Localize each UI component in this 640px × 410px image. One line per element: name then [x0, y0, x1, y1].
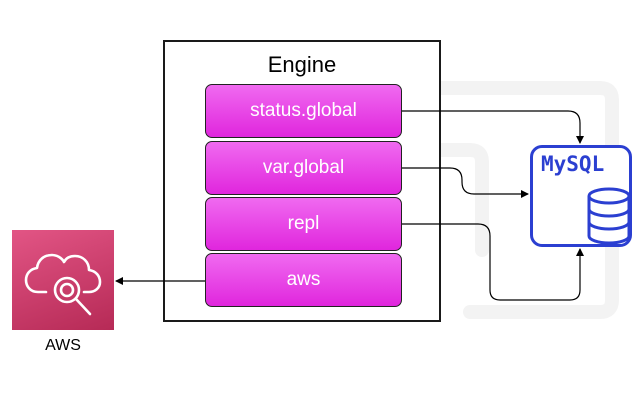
module-var-global[interactable]: var.global — [205, 141, 402, 195]
aws-service-tile — [12, 230, 114, 330]
arrow-status-to-mysql — [402, 110, 584, 144]
arrow-repl-to-mysql — [402, 223, 584, 301]
arrow-var-to-mysql — [402, 167, 529, 198]
mysql-label: MySQL — [541, 152, 605, 176]
cloud-search-icon — [24, 253, 102, 316]
engine-title: Engine — [267, 52, 337, 77]
module-aws[interactable]: aws — [205, 253, 402, 307]
module-repl[interactable]: repl — [205, 197, 402, 251]
module-status-global[interactable]: status.global — [205, 84, 402, 138]
aws-label: AWS — [45, 337, 81, 354]
